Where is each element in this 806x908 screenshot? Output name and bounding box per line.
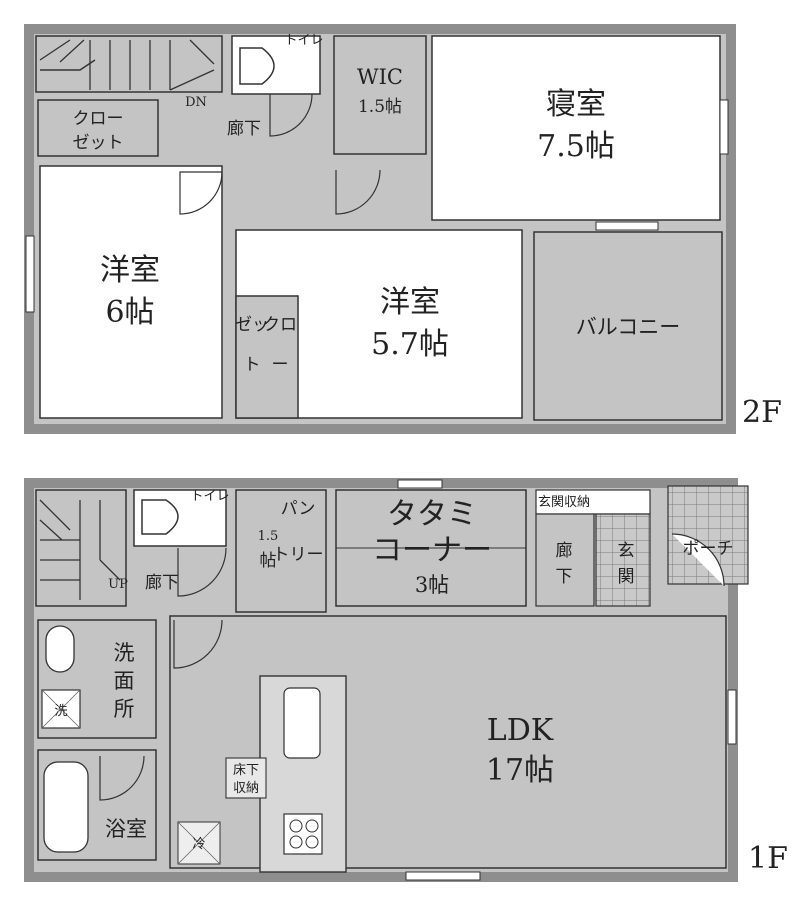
1f-porch-label: ポーチ: [683, 539, 734, 559]
1f-door-toilet: [177, 547, 227, 597]
1f-tatami-size: 3帖: [415, 573, 449, 597]
1f-floor-storage: [225, 757, 267, 799]
2f-window-bedroom: [719, 99, 729, 155]
1f-floor-storage-l1: 床下: [233, 763, 259, 778]
1f-washroom-l1: 洗: [114, 641, 135, 665]
1f-door-entrance: [671, 533, 725, 587]
1f-pantry-l4: 帖: [260, 551, 277, 571]
1f-kitchen-sink-icon: [283, 687, 321, 759]
1f-entrance: [595, 513, 651, 607]
2f-staircase: [35, 35, 223, 93]
1f-hall-right-l1: 廊: [556, 541, 573, 561]
2f-bedroom-label: 寝室: [546, 87, 606, 122]
2f-closet-side-c3: ー: [272, 355, 289, 375]
2f-western-6-size: 6帖: [105, 295, 154, 330]
2f-wic-room: [333, 35, 427, 155]
1f-washroom-l2: 面: [114, 669, 135, 693]
1f-window-east: [727, 689, 737, 745]
1f-fridge-label: 冷: [192, 837, 205, 852]
1f-staircase: [35, 489, 127, 607]
1f-pantry: [235, 489, 327, 613]
2f-wic-label: WIC: [357, 65, 403, 89]
1f-hall-right-l2: 下: [556, 567, 573, 587]
1f-washer-label: 洗: [54, 704, 67, 719]
2f-floor-label: 2F: [742, 395, 782, 430]
2f-door-toilet: [269, 93, 313, 137]
2f-hall-label: 廊下: [227, 119, 261, 139]
1f-window-tatami: [397, 479, 443, 489]
2f-bedroom: [431, 35, 721, 221]
2f-closet-side-c1: クロ: [263, 315, 297, 335]
2f-western-room-6: [39, 165, 223, 419]
1f-hall-left-label: 廊下: [145, 573, 179, 593]
1f-washroom-l3: 所: [114, 697, 135, 721]
1f-ldk-size: 17帖: [486, 753, 554, 788]
2f-bedroom-size: 7.5帖: [537, 129, 615, 164]
1f-ldk-label: LDK: [487, 713, 554, 748]
2f-closet-side-c2: ゼッ: [235, 315, 269, 335]
2f-toilet-icon: [239, 47, 275, 85]
2f-closet-top-l1: クロー: [73, 109, 124, 129]
1f-floor-storage-l2: 収納: [233, 781, 259, 796]
2f-western-6-label: 洋室: [100, 253, 160, 288]
1f-stove-icon: [283, 813, 323, 855]
1f-toilet-icon: [141, 499, 179, 535]
2f-window-western6: [25, 235, 35, 313]
2f-western-57-label: 洋室: [380, 285, 440, 320]
1f-tatami-l2: コーナー: [372, 533, 492, 568]
2f-door-wic: [335, 169, 381, 215]
1f-door-ldk: [173, 619, 223, 669]
2f-closet-top-l2: ゼット: [73, 133, 124, 153]
1f-pantry-l3: 1.5: [258, 529, 279, 544]
1f-stair-up-label: UP: [108, 577, 128, 592]
1f-entrance-l1: 玄: [618, 541, 635, 561]
1f-bathtub-icon: [43, 761, 89, 853]
2f-balcony: [533, 231, 723, 421]
1f-tatami-l1: タタミ: [387, 497, 477, 532]
2f-closet-top: [37, 99, 159, 157]
2f-balcony-label: バルコニー: [576, 315, 681, 339]
first-floor-plan: UP 廊下 トイレ パン トリー 1.5 帖 タタミ コーナー 3帖 玄関収納 …: [24, 478, 788, 882]
2f-wic-size: 1.5帖: [358, 97, 402, 117]
2f-western-57-size: 5.7帖: [371, 327, 449, 362]
2f-window-balcony: [595, 221, 659, 231]
1f-pantry-l1: パン: [281, 499, 316, 519]
1f-floor-label: 1F: [748, 841, 788, 876]
2f-toilet-label: トイレ: [284, 33, 323, 48]
1f-bath-label: 浴室: [105, 817, 147, 841]
1f-entry-storage: [535, 489, 651, 515]
1f-door-bath: [99, 755, 145, 801]
1f-ldk: [169, 615, 727, 869]
1f-sink-icon: [45, 625, 75, 673]
1f-pantry-l2: トリー: [273, 545, 324, 565]
2f-door-western6: [179, 171, 223, 215]
1f-entrance-l2: 関: [618, 567, 635, 587]
2f-stair-dn-label: DN: [185, 95, 207, 110]
2f-closet-side-c4: ト: [244, 355, 261, 375]
1f-window-south: [405, 871, 481, 881]
second-floor-plan: DN トイレ WIC 1.5帖 寝室 7.5帖 クロー ゼット 廊下 洋室 6帖…: [24, 24, 782, 434]
1f-hall-right: [535, 513, 595, 607]
1f-entry-storage-label: 玄関収納: [538, 495, 590, 510]
1f-toilet-label: トイレ: [190, 489, 229, 504]
2f-closet-side: [235, 295, 299, 419]
